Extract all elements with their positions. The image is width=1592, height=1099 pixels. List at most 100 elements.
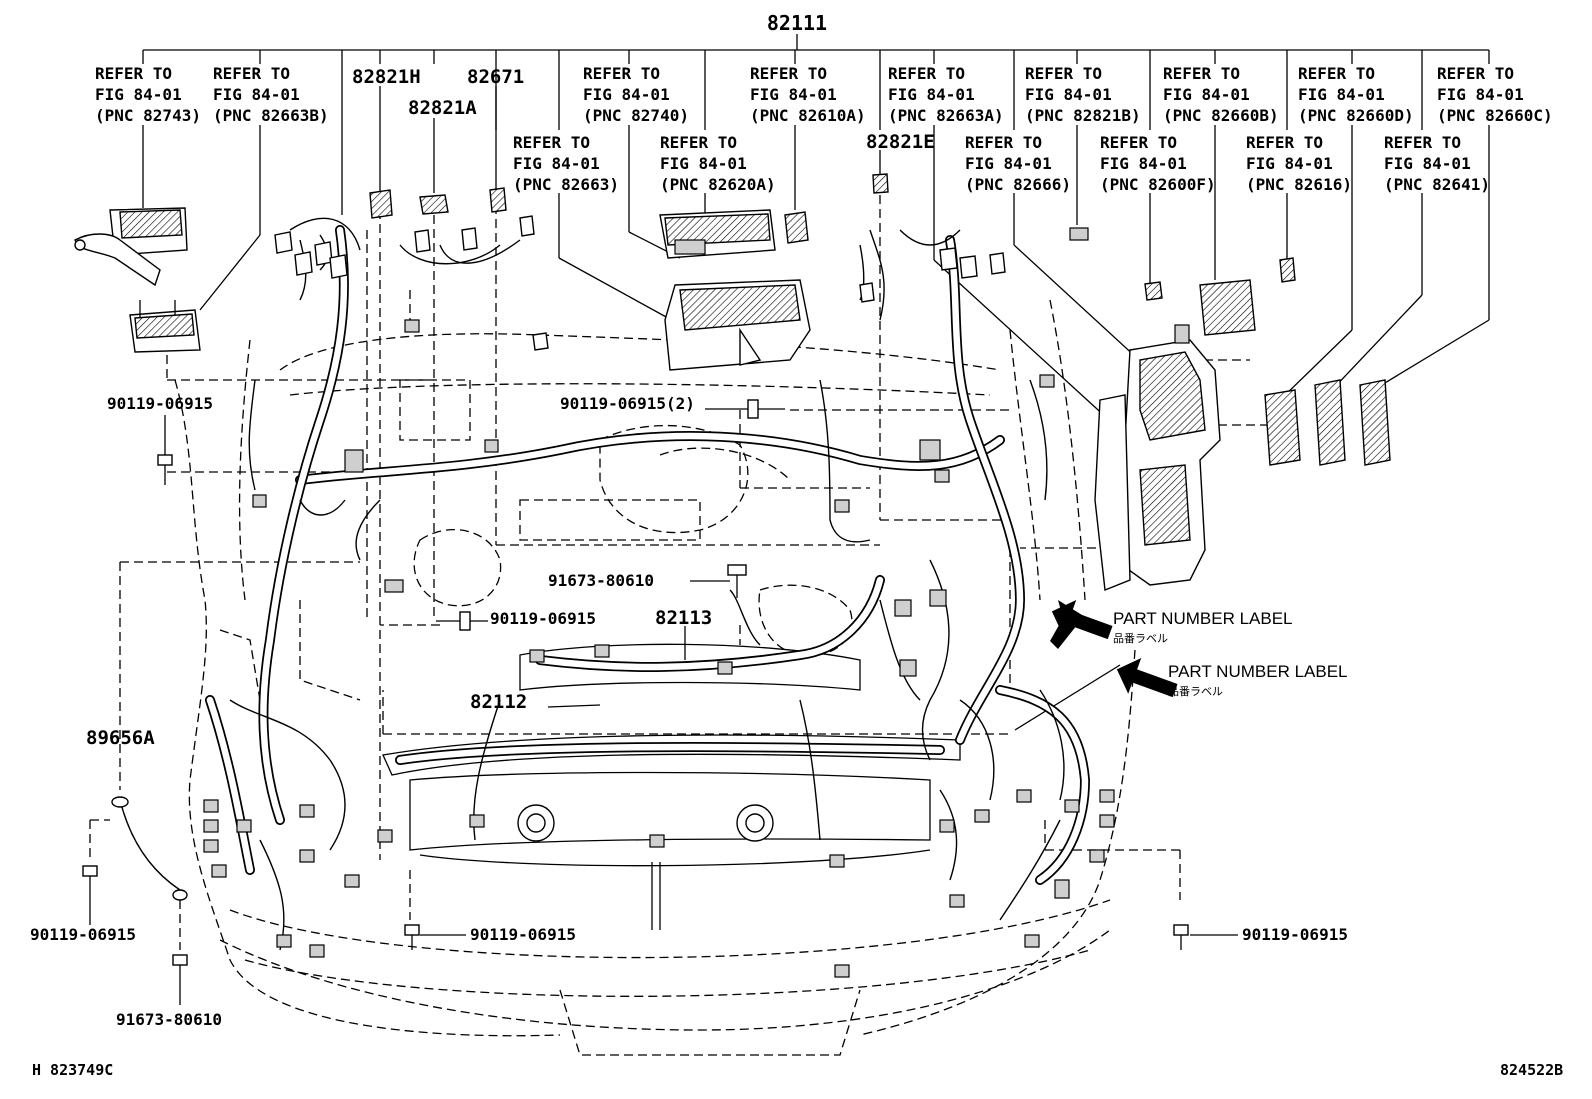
refer-line: (PNC 82743) bbox=[95, 106, 201, 125]
refer-line: REFER TO bbox=[965, 133, 1042, 152]
part-82671: 82671 bbox=[467, 66, 524, 88]
footer-left-code: H 823749C bbox=[32, 1061, 113, 1079]
part-82821e: 82821E bbox=[866, 131, 935, 153]
refer-line: (PNC 82616) bbox=[1246, 175, 1352, 194]
refer-line: (PNC 82821B) bbox=[1025, 106, 1141, 125]
refer-line: REFER TO bbox=[95, 64, 172, 83]
refer-line: FIG 84-01 bbox=[750, 85, 837, 104]
refer-line: REFER TO bbox=[1384, 133, 1461, 152]
main-harness bbox=[205, 225, 1091, 885]
part-number-label-jp: 品番ラベル bbox=[1168, 685, 1223, 698]
refer-line: (PNC 82740) bbox=[583, 106, 689, 125]
refer-callout-1: REFER TO FIG 84-01 (PNC 82743) bbox=[95, 64, 201, 125]
refer-line: FIG 84-01 bbox=[1246, 154, 1333, 173]
refer-line: REFER TO bbox=[1437, 64, 1514, 83]
refer-callout-11: REFER TO FIG 84-01 (PNC 82620A) bbox=[660, 133, 776, 194]
part-82111: 82111 bbox=[767, 11, 827, 35]
refer-callout-9: REFER TO FIG 84-01 (PNC 82660C) bbox=[1437, 64, 1553, 125]
refer-line: (PNC 82641) bbox=[1384, 175, 1490, 194]
refer-line: FIG 84-01 bbox=[1437, 85, 1524, 104]
fuse-box-82666 bbox=[1094, 324, 1221, 591]
part-82113: 82113 bbox=[655, 607, 712, 629]
footer-right-code: 824522B bbox=[1500, 1061, 1563, 1079]
refer-line: FIG 84-01 bbox=[513, 154, 600, 173]
refer-line: REFER TO bbox=[1298, 64, 1375, 83]
relay-cluster-82660b bbox=[1199, 279, 1256, 336]
bolt-icon bbox=[172, 954, 188, 1005]
part-82821a: 82821A bbox=[408, 97, 477, 119]
bolt-label-bottom-right: 90119-06915 bbox=[1242, 925, 1348, 944]
leader-lines bbox=[142, 86, 1490, 930]
bolt-label-bottom-left: 90119-06915 bbox=[30, 925, 136, 944]
part-number-label-jp: 品番ラベル bbox=[1113, 632, 1168, 645]
refer-line: FIG 84-01 bbox=[583, 85, 670, 104]
refer-line: (PNC 82663) bbox=[513, 175, 619, 194]
refer-line: FIG 84-01 bbox=[1298, 85, 1385, 104]
refer-line: REFER TO bbox=[1246, 133, 1323, 152]
connector-82610a bbox=[784, 211, 809, 244]
bolt-icon bbox=[157, 415, 173, 485]
sensor-89656a bbox=[111, 796, 188, 901]
bolt-icon bbox=[436, 611, 488, 631]
refer-line: REFER TO bbox=[1025, 64, 1102, 83]
refer-line: REFER TO bbox=[583, 64, 660, 83]
relay-box-82620a bbox=[664, 279, 811, 371]
refer-line: FIG 84-01 bbox=[1025, 85, 1112, 104]
refer-line: (PNC 82600F) bbox=[1100, 175, 1216, 194]
refer-callout-15: REFER TO FIG 84-01 (PNC 82641) bbox=[1384, 133, 1490, 194]
side-relays bbox=[1264, 379, 1391, 466]
refer-line: FIG 84-01 bbox=[1163, 85, 1250, 104]
connectors-top bbox=[274, 173, 1296, 351]
bolts bbox=[82, 399, 1238, 1005]
refer-callout-3: REFER TO FIG 84-01 (PNC 82740) bbox=[583, 64, 689, 125]
refer-line: REFER TO bbox=[660, 133, 737, 152]
bolt-icon bbox=[1173, 924, 1238, 950]
bolt-label-center-2: 90119-06915(2) bbox=[560, 394, 695, 413]
refer-callout-5: REFER TO FIG 84-01 (PNC 82663A) bbox=[888, 64, 1004, 125]
refer-line: FIG 84-01 bbox=[213, 85, 300, 104]
relay-block-82743 bbox=[74, 207, 188, 287]
refer-line: REFER TO bbox=[1100, 133, 1177, 152]
dashed-guides bbox=[89, 195, 1270, 950]
junction-block-82740 bbox=[659, 209, 776, 259]
refer-line: (PNC 82666) bbox=[965, 175, 1071, 194]
refer-callout-13: REFER TO FIG 84-01 (PNC 82600F) bbox=[1100, 133, 1216, 194]
bolt-icon bbox=[82, 865, 98, 925]
refer-callout-4: REFER TO FIG 84-01 (PNC 82610A) bbox=[750, 64, 866, 125]
refer-line: FIG 84-01 bbox=[888, 85, 975, 104]
refer-line: (PNC 82660D) bbox=[1298, 106, 1414, 125]
refer-callout-6: REFER TO FIG 84-01 (PNC 82821B) bbox=[1025, 64, 1141, 125]
bay-connectors bbox=[203, 374, 1115, 978]
bolt-label-91673-bottom: 91673-80610 bbox=[116, 1010, 222, 1029]
refer-line: FIG 84-01 bbox=[95, 85, 182, 104]
part-number-label-text: PART NUMBER LABEL bbox=[1168, 662, 1348, 681]
refer-line: FIG 84-01 bbox=[965, 154, 1052, 173]
part-number-label-text: PART NUMBER LABEL bbox=[1113, 609, 1293, 628]
refer-callout-8: REFER TO FIG 84-01 (PNC 82660D) bbox=[1298, 64, 1414, 125]
refer-line: (PNC 82660B) bbox=[1163, 106, 1279, 125]
refer-line: FIG 84-01 bbox=[1100, 154, 1187, 173]
refer-line: (PNC 82610A) bbox=[750, 106, 866, 125]
refer-callout-2: REFER TO FIG 84-01 (PNC 82663B) bbox=[213, 64, 329, 125]
refer-line: REFER TO bbox=[1163, 64, 1240, 83]
vehicle-body bbox=[174, 299, 1136, 1056]
bolt-icon bbox=[404, 924, 466, 950]
top-bracket-lines bbox=[142, 34, 1490, 215]
refer-line: REFER TO bbox=[750, 64, 827, 83]
refer-line: FIG 84-01 bbox=[660, 154, 747, 173]
bolt-label-upper-left: 90119-06915 bbox=[107, 394, 213, 413]
bolt-icon bbox=[690, 564, 747, 598]
refer-line: (PNC 82660C) bbox=[1437, 106, 1553, 125]
refer-callout-10: REFER TO FIG 84-01 (PNC 82663) bbox=[513, 133, 619, 194]
bolt-label-center-low: 90119-06915 bbox=[490, 609, 596, 628]
refer-line: (PNC 82620A) bbox=[660, 175, 776, 194]
relay-82663b bbox=[129, 300, 201, 353]
refer-line: (PNC 82663B) bbox=[213, 106, 329, 125]
refer-callout-12: REFER TO FIG 84-01 (PNC 82666) bbox=[965, 133, 1071, 194]
bolt-label-91673-center: 91673-80610 bbox=[548, 571, 654, 590]
refer-callout-14: REFER TO FIG 84-01 (PNC 82616) bbox=[1246, 133, 1352, 194]
refer-callout-7: REFER TO FIG 84-01 (PNC 82660B) bbox=[1163, 64, 1279, 125]
refer-line: (PNC 82663A) bbox=[888, 106, 1004, 125]
